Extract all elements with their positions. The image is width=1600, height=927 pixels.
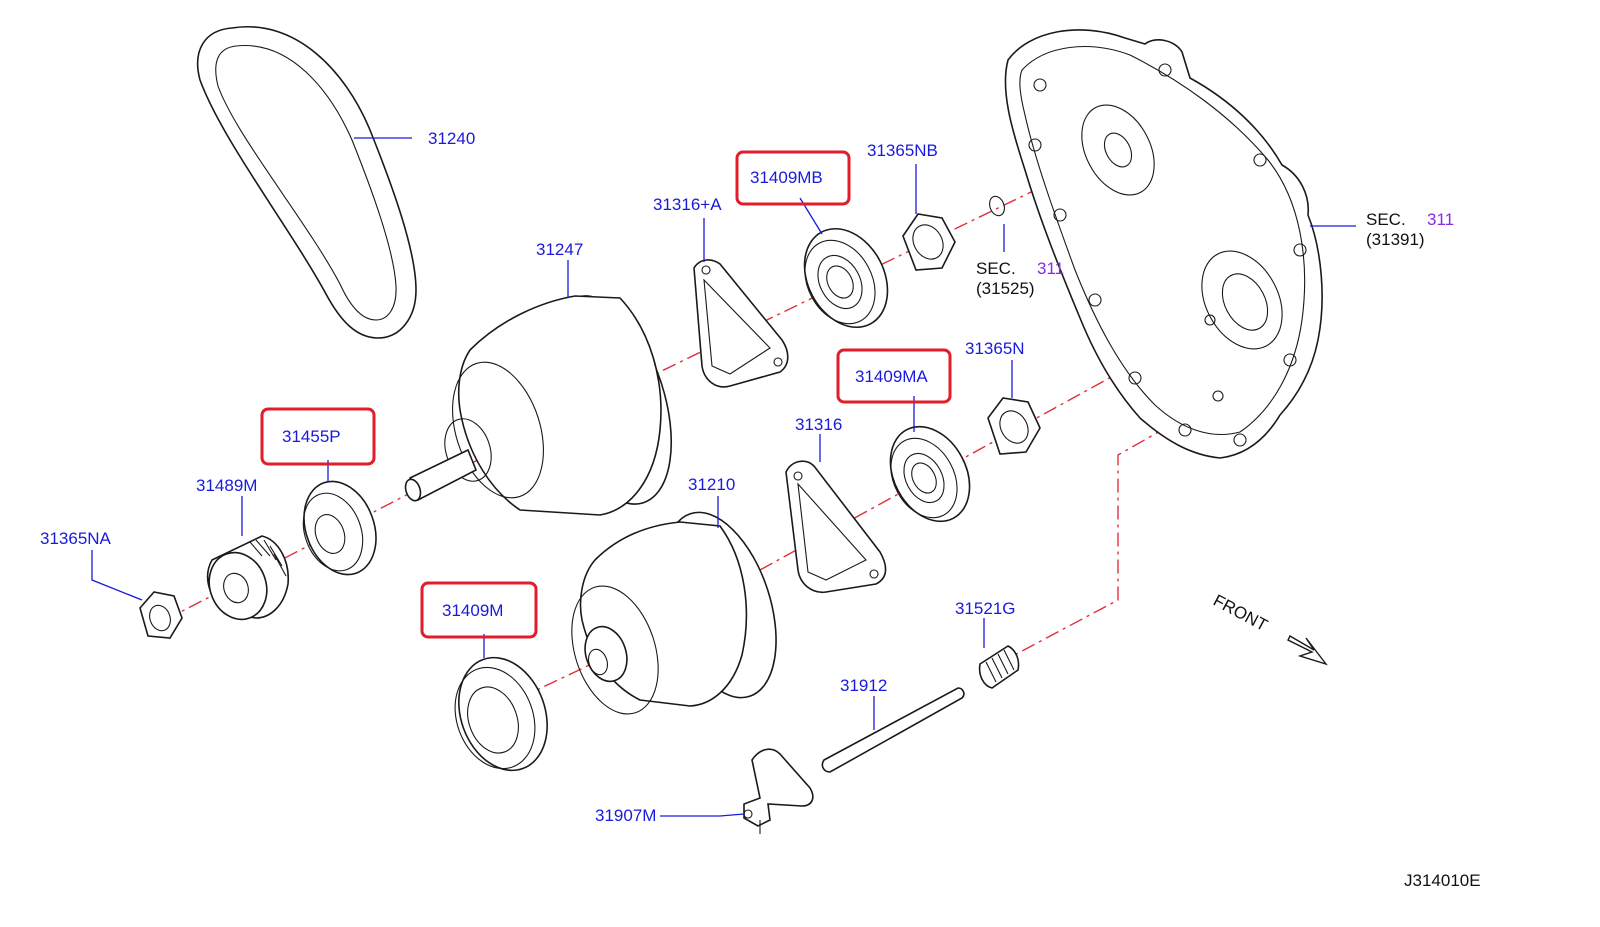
strainer-spring bbox=[978, 645, 1020, 689]
highlight-31409ma bbox=[836, 348, 952, 404]
manual-lever bbox=[743, 748, 814, 834]
label-secondary-pulley: 31210 bbox=[688, 475, 735, 494]
label-bearing-m: 31409M bbox=[442, 601, 503, 620]
label-sec-case-prefix: SEC. bbox=[1366, 210, 1406, 229]
label-rod: 31912 bbox=[840, 676, 887, 695]
bearing-mb bbox=[803, 227, 889, 329]
secondary-pulley bbox=[571, 511, 777, 715]
label-sec-oring-prefix: SEC. bbox=[976, 259, 1016, 278]
lock-nut-na bbox=[139, 591, 183, 639]
highlight-31409mb bbox=[735, 150, 851, 206]
label-primary-pulley: 31247 bbox=[536, 240, 583, 259]
helical-gear bbox=[206, 535, 289, 621]
label-retainer: 31316 bbox=[795, 415, 842, 434]
retainer-plate-a bbox=[693, 259, 789, 388]
label-sec-case-ref: (31391) bbox=[1366, 230, 1425, 249]
bearing-ma bbox=[889, 425, 971, 523]
label-sec-case-num: 311 bbox=[1427, 210, 1454, 229]
drive-belt bbox=[196, 26, 417, 339]
label-retainer-a: 31316+A bbox=[653, 195, 722, 214]
label-belt: 31240 bbox=[428, 129, 475, 148]
bearing-p bbox=[302, 480, 377, 576]
leader-lines bbox=[91, 137, 1356, 817]
label-nut-na: 31365NA bbox=[40, 529, 112, 548]
front-arrow-icon bbox=[1287, 635, 1328, 666]
front-indicator: FRONT bbox=[1210, 591, 1328, 666]
highlight-31409m bbox=[420, 581, 538, 639]
label-bearing-ma: 31409MA bbox=[855, 367, 928, 386]
primary-pulley bbox=[404, 295, 673, 516]
label-bearing-mb: 31409MB bbox=[750, 168, 823, 187]
detent-rod bbox=[821, 687, 965, 773]
label-sec-oring-ref: (31525) bbox=[976, 279, 1035, 298]
label-bearing-p: 31455P bbox=[282, 427, 341, 446]
retainer-plate bbox=[785, 460, 887, 594]
bearing-m bbox=[454, 656, 548, 772]
highlight-boxes bbox=[260, 150, 952, 639]
transmission-case bbox=[1004, 29, 1323, 459]
lock-nut-nb bbox=[902, 213, 956, 271]
highlight-31455p bbox=[260, 407, 376, 466]
diagram-code: J314010E bbox=[1404, 871, 1481, 890]
part-labels: 31240 31247 31316+A 31409MB 31365NB SEC.… bbox=[40, 129, 1481, 890]
label-filter: 31521G bbox=[955, 599, 1016, 618]
label-nut-n: 31365N bbox=[965, 339, 1025, 358]
lock-nut-n bbox=[987, 397, 1041, 455]
label-gear: 31489M bbox=[196, 476, 257, 495]
label-lever: 31907M bbox=[595, 806, 656, 825]
label-nut-nb: 31365NB bbox=[867, 141, 938, 160]
o-ring bbox=[989, 195, 1005, 217]
front-label: FRONT bbox=[1210, 591, 1271, 635]
label-sec-oring-num: 311 bbox=[1037, 259, 1064, 278]
